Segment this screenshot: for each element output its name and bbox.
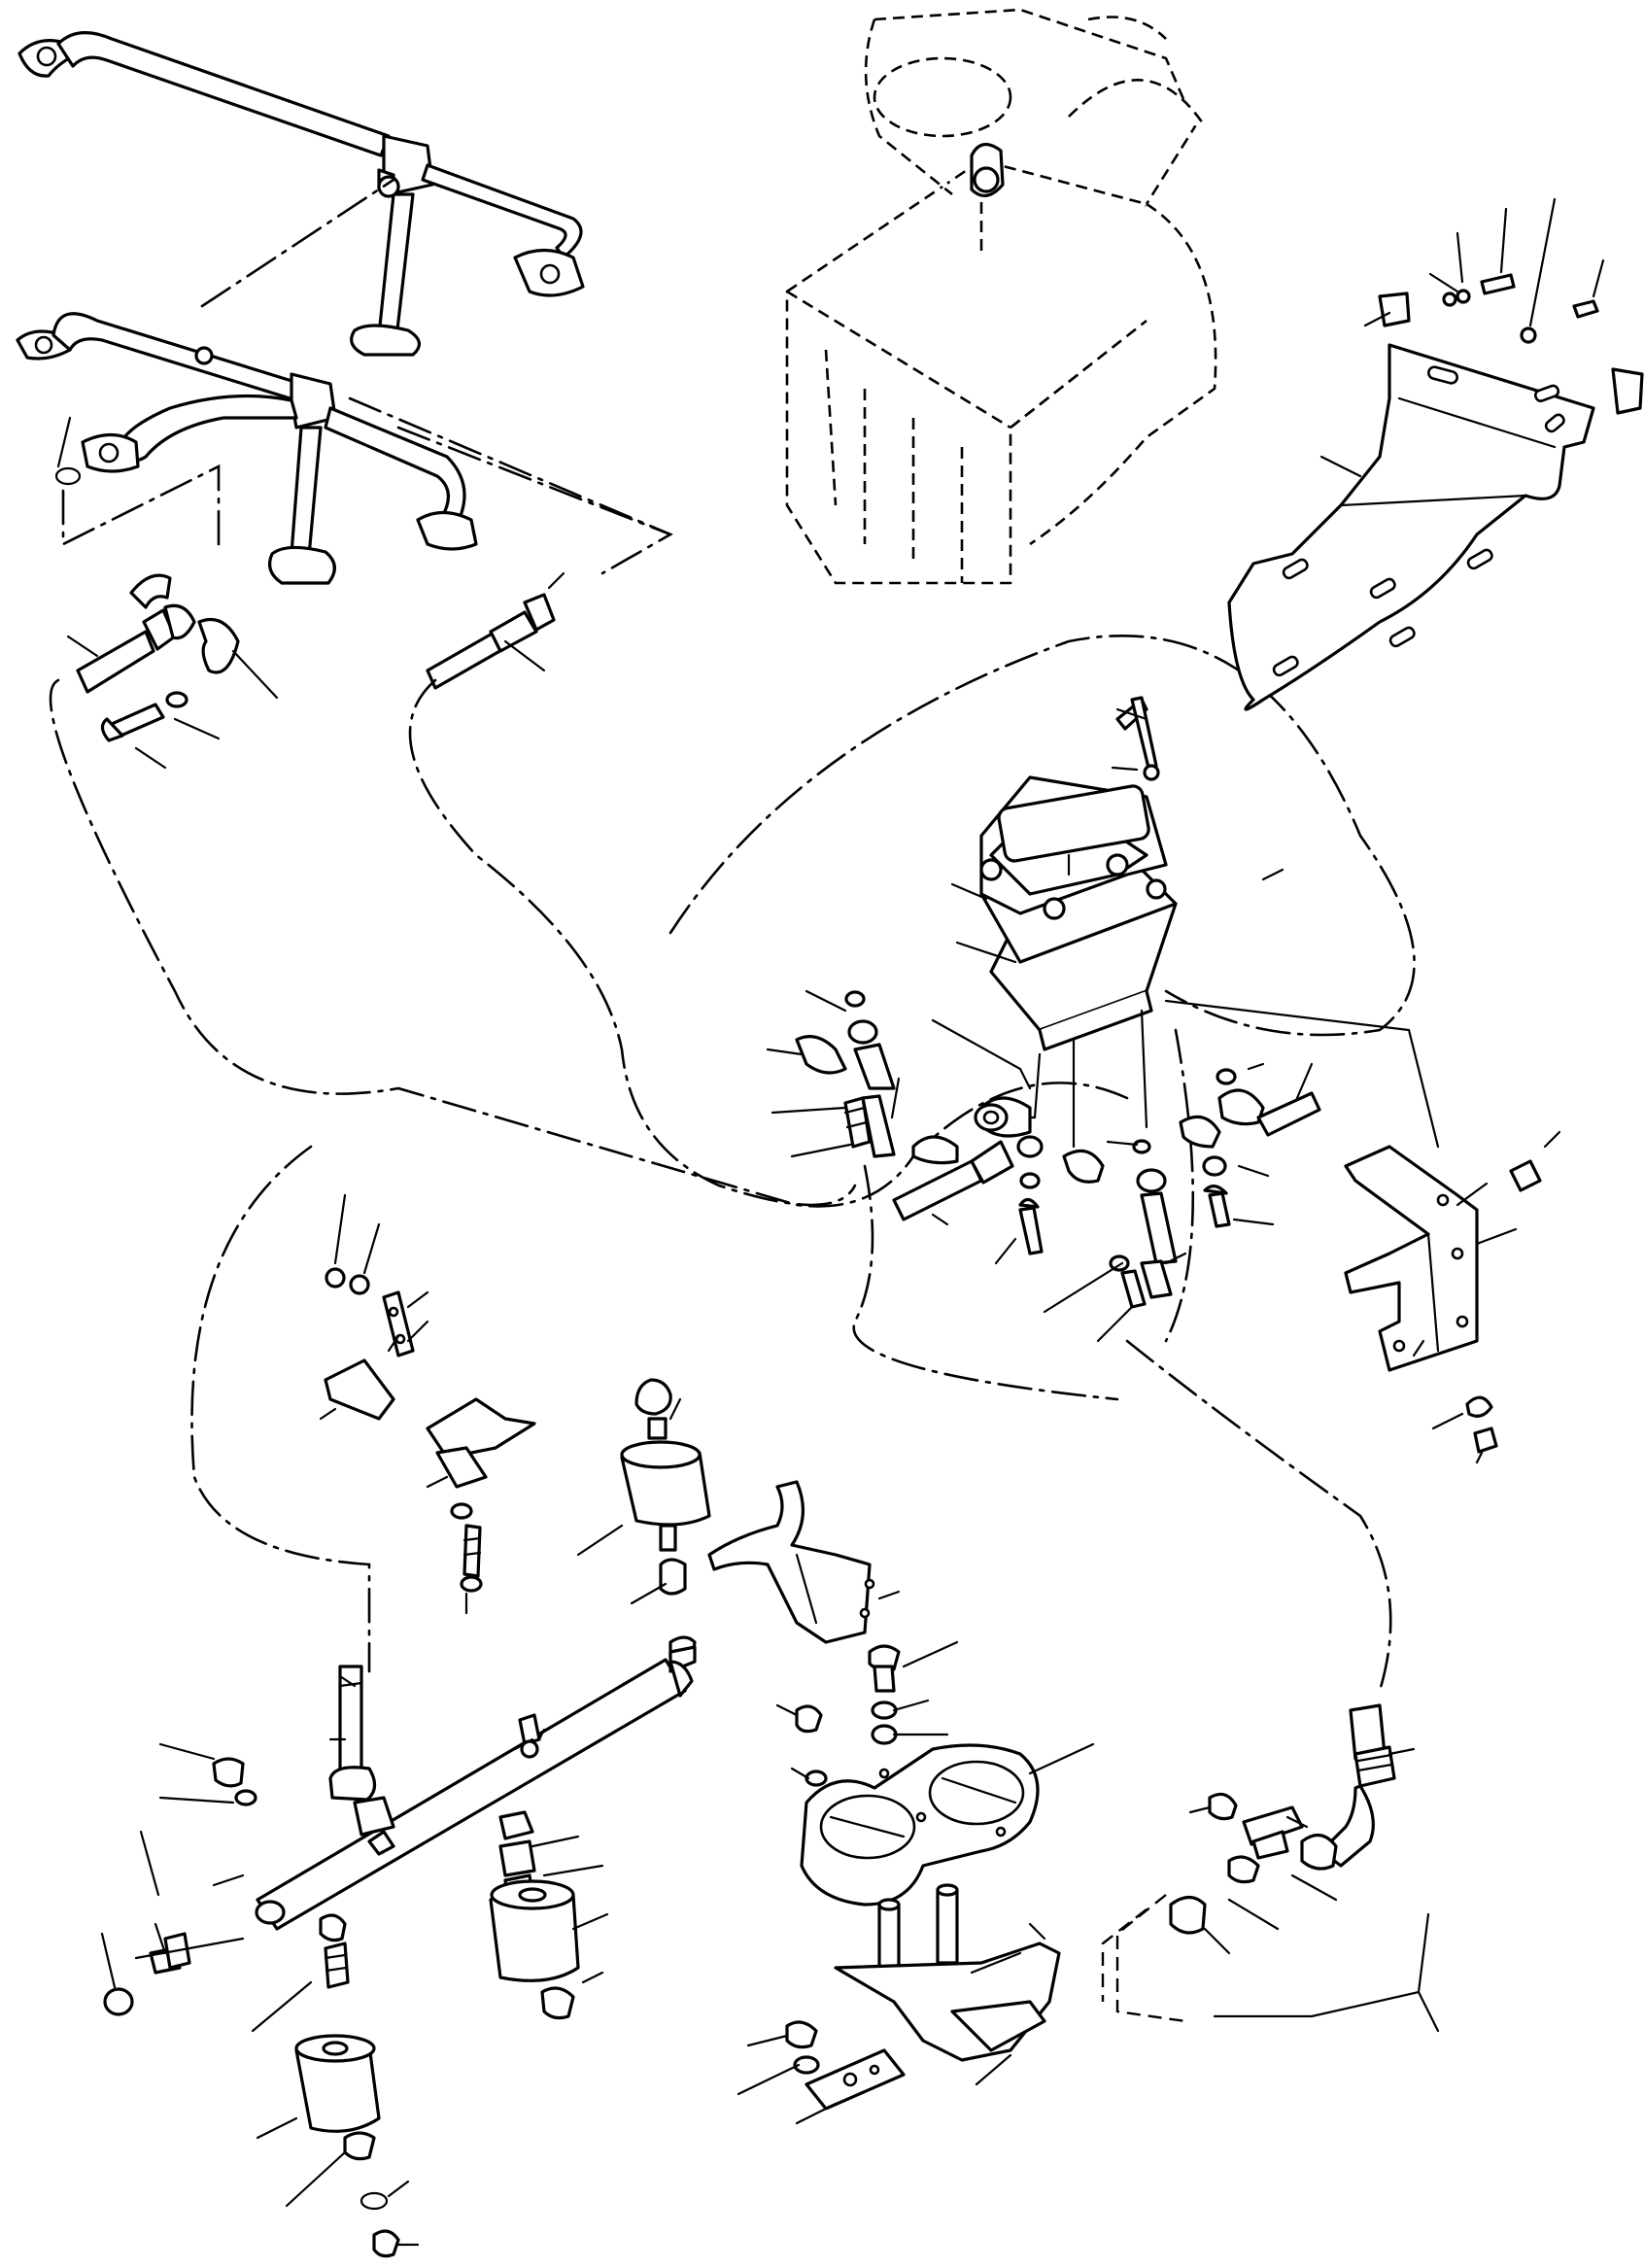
connector-wire [931, 1018, 1032, 1090]
flow-loop-right-drop [1164, 1028, 1195, 1343]
mounting-plate [1227, 197, 1644, 711]
fuel-rail-upper [17, 31, 585, 357]
rubber-mount-lower-left [256, 2034, 420, 2258]
injector-line-center [426, 571, 565, 690]
rubber-mount-upper [576, 1378, 711, 1666]
flow-loop-lower-right [1125, 1339, 1392, 1693]
left-small-fittings [100, 1737, 604, 2033]
dual-bore-flange [775, 1640, 1095, 1907]
injector-control-module [950, 696, 1284, 1051]
flow-loop-module [668, 634, 1416, 1037]
small-bracket-cluster [319, 1193, 536, 1615]
leader-line [56, 416, 72, 468]
centerline [396, 426, 674, 575]
rubber-mount-lower-right [489, 1879, 609, 2020]
connector-wire [1140, 1009, 1148, 1129]
module-fittings [766, 989, 1321, 1343]
flow-loop-lower-left [190, 1145, 371, 1673]
bracket-right [1344, 1130, 1561, 1464]
crossover-tube [255, 1645, 697, 1931]
engine-block-ghost [785, 8, 1217, 585]
lower-right-hose [1101, 1703, 1440, 2033]
centerline [200, 178, 395, 308]
y-bracket-center [707, 1480, 901, 1644]
flow-loop-center [408, 678, 857, 1207]
injector-left-assembly [66, 573, 279, 770]
o-ring-upper-left [54, 466, 82, 486]
flow-loop-lower-center [852, 1164, 1119, 1401]
connector-wire [1164, 999, 1440, 1149]
fuel-rail-lower [16, 312, 478, 585]
flow-loop-left [49, 678, 1129, 1208]
flow-line [348, 396, 672, 536]
lower-bracket-pins [736, 1883, 1061, 2125]
centerline [61, 464, 221, 547]
